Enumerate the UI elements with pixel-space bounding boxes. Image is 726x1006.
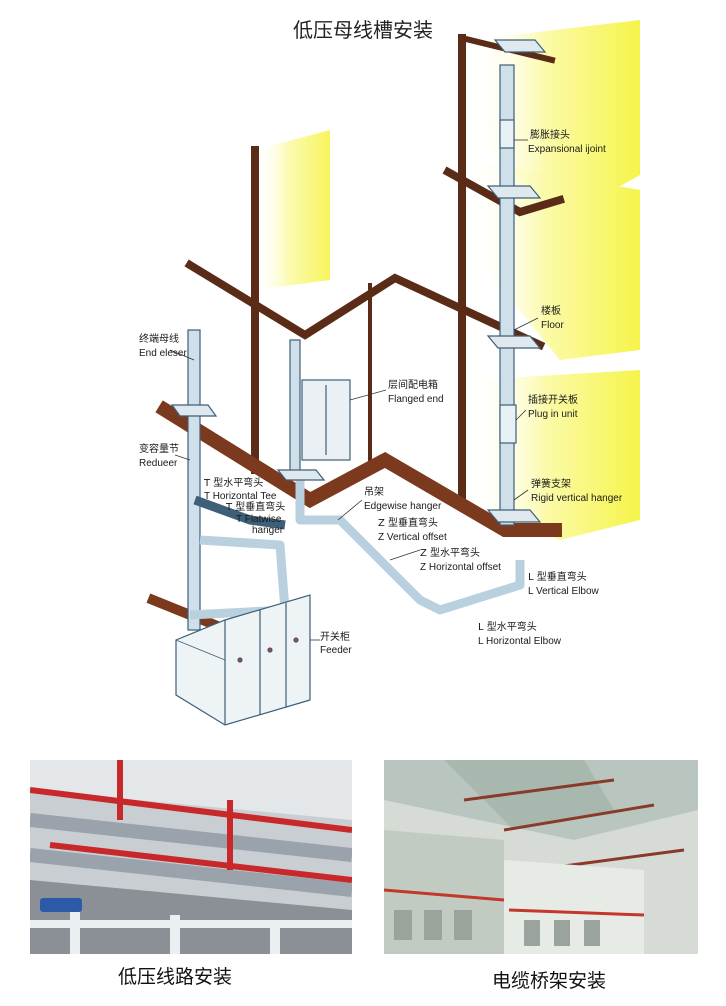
label-tv-cn: T 型垂直弯头 <box>225 500 285 513</box>
label-hanger-en: Edgewise hanger <box>364 501 442 512</box>
label-reducer-en: Reduеer <box>139 458 178 469</box>
label-flanged-cn: 层间配电箱 <box>388 378 438 391</box>
label-ht-en: T Horizontal Tee <box>204 491 277 502</box>
label-lv-cn: L 型垂直弯头 <box>528 570 587 583</box>
label-zh-en: Z Horizontal offset <box>420 562 501 573</box>
wall-glow-left <box>255 130 330 290</box>
label-lh-en: L Horizontal Elbow <box>478 636 562 647</box>
label-ht-cn: T 型水平弯头 <box>203 476 263 489</box>
page-title: 低压母线槽安装 <box>293 18 433 42</box>
label-floor-en: Floor <box>541 320 564 331</box>
diagram-labels: 膨胀接头 Expansional ijoint 楼板 Floor 插接开关板 P… <box>139 128 623 656</box>
label-feeder-cn: 开关柜 <box>320 630 350 643</box>
label-plugin-cn: 插接开关板 <box>528 393 578 406</box>
photo-cable-tray <box>384 760 698 954</box>
label-tv-en2: hanger <box>252 525 284 536</box>
feeder-cabinet <box>175 594 311 726</box>
label-expansion-cn: 膨胀接头 <box>530 128 570 141</box>
building-beams <box>146 34 565 632</box>
label-lv-en: L Vertical Elbow <box>528 586 600 597</box>
label-floor-cn: 楼板 <box>541 304 561 317</box>
label-end-en: End eleser <box>139 348 187 359</box>
label-end-cn: 终端母线 <box>139 332 179 345</box>
busway-installation-diagram: 膨胀接头 Expansional ijoint 楼板 Floor 插接开关板 P… <box>139 20 640 726</box>
photo-low-voltage-lines-drawing <box>30 760 352 954</box>
label-zv-en: Z Vertical offset <box>378 532 447 543</box>
label-rigid-cn: 弹簧支架 <box>531 477 571 490</box>
floor-plates <box>170 39 547 523</box>
label-plugin-en: Plug in unit <box>528 409 578 420</box>
label-zv-cn: Z 型垂直弯头 <box>378 516 438 529</box>
label-lh-cn: L 型水平弯头 <box>478 620 537 633</box>
label-hanger-cn: 吊架 <box>364 486 384 498</box>
caption-right: 电缆桥架安装 <box>492 970 607 992</box>
leader-lines <box>169 139 539 641</box>
label-expansion-en: Expansional ijoint <box>528 144 606 155</box>
busway-horizontal-run <box>189 480 525 620</box>
label-flanged-en: Flanged end <box>388 394 444 405</box>
label-reducer-cn: 变容量节 <box>139 442 179 455</box>
busway-risers <box>187 64 517 631</box>
label-feeder-en: Feeder <box>320 645 352 656</box>
caption-left: 低压线路安装 <box>118 966 233 988</box>
photo-cable-tray-drawing <box>384 760 698 954</box>
photo-low-voltage-lines <box>30 760 352 954</box>
label-tv-en1: T Flatwise <box>236 514 282 525</box>
label-rigid-en: Rigid vertical hanger <box>531 493 623 504</box>
label-zh-cn: Z 型水平弯头 <box>420 546 480 559</box>
